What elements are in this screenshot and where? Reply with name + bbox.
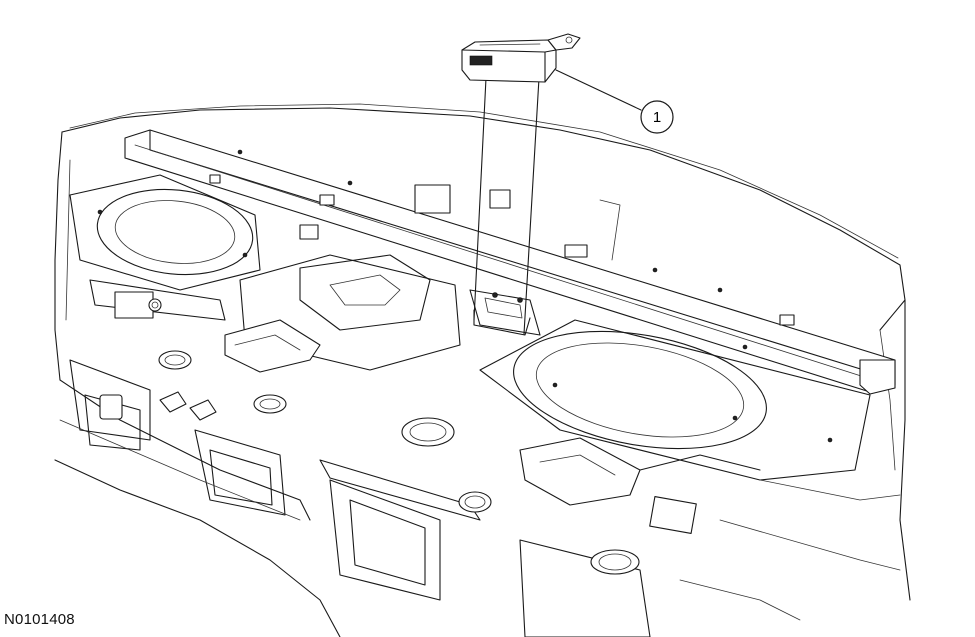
rail-hardware — [209, 149, 795, 350]
left-speaker-panel — [69, 174, 261, 321]
floor-lower-lines — [59, 419, 901, 621]
lower-frame-cutouts — [69, 350, 651, 637]
lower-right-latch — [519, 437, 761, 534]
callout-circle — [640, 100, 674, 134]
figure-id-label: N0101408 — [4, 611, 75, 628]
right-speaker-panel — [479, 319, 871, 481]
center-tray-section — [224, 224, 461, 373]
module-mounting-bracket — [469, 289, 541, 336]
callout-1: 1 — [555, 69, 674, 134]
module-alignment-lines — [473, 77, 540, 335]
rear-seat-rail — [124, 129, 896, 395]
electronic-module — [461, 33, 581, 83]
callout-number: 1 — [653, 109, 661, 126]
body-panel-outline — [54, 103, 911, 637]
